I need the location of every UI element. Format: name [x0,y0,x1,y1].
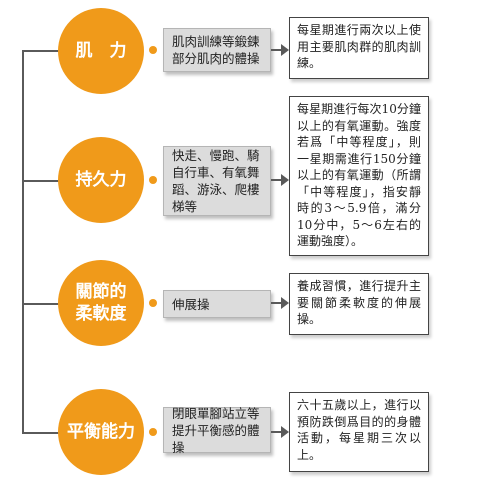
branch-line [22,432,62,434]
connector-dot [149,176,157,184]
category-circle-balance: 平衡能力 [58,389,144,475]
arrow-right-icon [281,44,289,56]
arrow-line [271,179,281,181]
category-circle-endurance: 持久力 [58,137,144,223]
category-circle-muscle: 肌 力 [58,8,144,94]
branch-line [22,180,62,182]
activity-box-flexibility: 伸展操 [163,290,271,318]
arrow-line [271,302,281,304]
branch-line [22,303,62,305]
activity-box-muscle: 肌肉訓練等鍛鍊部分肌肉的體操 [163,28,271,72]
note-box-flexibility: 養成習慣，進行提升主要關節柔軟度的伸展操。 [289,273,429,335]
arrow-line [271,431,281,433]
arrow-right-icon [281,426,289,438]
note-box-balance: 六十五歲以上，進行以預防跌倒爲目的的身體活動，每星期三次以上。 [289,392,429,472]
arrow-right-icon [281,174,289,186]
activity-box-endurance: 快走、慢跑、騎自行車、有氧舞蹈、游泳、爬樓梯等 [163,146,271,216]
note-box-muscle: 每星期進行兩次以上使用主要肌肉群的肌肉訓練。 [289,17,429,79]
activity-box-balance: 閉眼單腳站立等提升平衡感的體操 [163,406,271,455]
connector-dot [149,428,157,436]
connector-dot [149,299,157,307]
category-circle-flexibility: 關節的 柔軟度 [58,260,144,346]
connector-dot [149,46,157,54]
trunk-line [22,50,24,433]
arrow-right-icon [281,297,289,309]
branch-line [22,50,62,52]
arrow-line [271,49,281,51]
note-box-endurance: 每星期進行每次10分鐘以上的有氧運動。強度若爲「中等程度」，則一星期需進行150… [289,96,429,256]
